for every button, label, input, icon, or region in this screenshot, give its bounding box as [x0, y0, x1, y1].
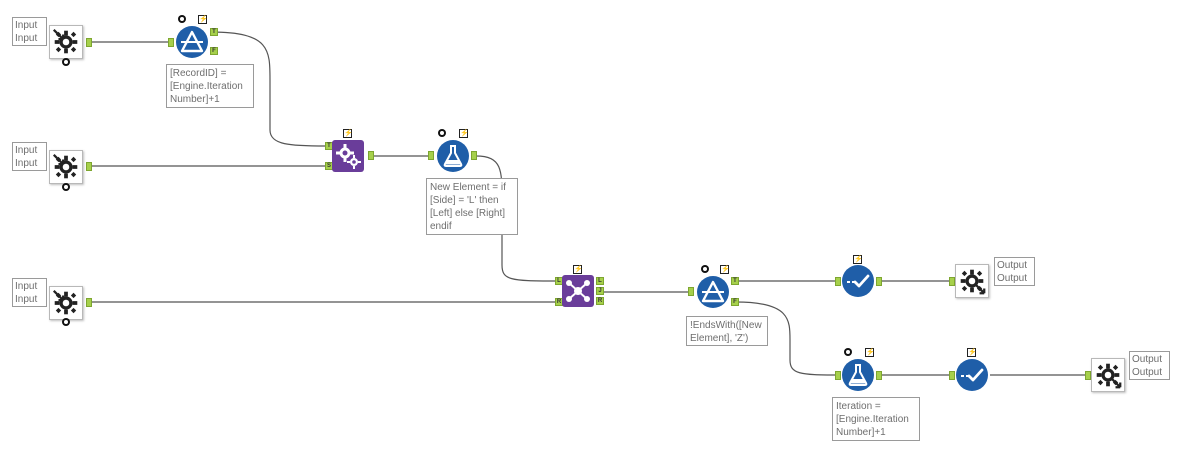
formula-2-input-anchor[interactable] [835, 371, 841, 380]
append-fields-tool[interactable] [332, 140, 364, 172]
check-icon [961, 368, 984, 382]
macro-input-tool-1[interactable] [49, 25, 83, 59]
filter-2-true-anchor[interactable]: T [731, 277, 739, 285]
append-cache-badge: ⚡ [343, 129, 353, 138]
formula-2-macro-badge [844, 348, 852, 356]
filter-1-annotation: [RecordID] = [Engine.Iteration Number]+1 [166, 64, 254, 108]
input-2-macro-badge [62, 183, 70, 191]
formula-tool-2[interactable] [842, 359, 874, 391]
filter-icon [701, 280, 725, 303]
formula-2-output-anchor[interactable] [876, 371, 882, 380]
filter-1-false-anchor[interactable]: F [210, 47, 218, 55]
join-join-output-anchor[interactable]: J [596, 287, 604, 295]
filter-1-input-anchor[interactable] [168, 38, 174, 47]
macro-input-tool-3[interactable] [49, 286, 83, 320]
append-output-anchor[interactable] [368, 151, 374, 160]
formula-2-annotation: Iteration = [Engine.Iteration Number]+1 [832, 397, 920, 441]
wire-filter2F-formula2 [735, 301, 839, 376]
input-2-output-anchor[interactable] [86, 162, 92, 171]
check-icon [847, 274, 870, 288]
join-right-output-anchor[interactable]: R [596, 297, 604, 305]
output-2-annotation: Output Output [1129, 351, 1170, 380]
macro-output-icon [960, 269, 986, 295]
join-left-output-anchor[interactable]: L [596, 277, 604, 285]
wire-filter1-append [210, 31, 327, 147]
macro-input-tool-2[interactable] [49, 150, 83, 184]
check-1-output-anchor[interactable] [876, 277, 882, 286]
filter-1-macro-badge [178, 15, 186, 23]
macro-output-icon [1096, 363, 1122, 389]
formula-1-cache-badge: ⚡ [459, 129, 469, 138]
macro-output-tool-2[interactable] [1091, 358, 1125, 392]
input-3-output-anchor[interactable] [86, 298, 92, 307]
formula-1-output-anchor[interactable] [471, 151, 477, 160]
filter-1-cache-badge: ⚡ [198, 15, 208, 24]
check-1-cache-badge: ⚡ [853, 255, 863, 264]
filter-2-macro-badge [701, 265, 709, 273]
output-2-input-anchor[interactable] [1085, 371, 1091, 380]
check-tool-1[interactable] [842, 265, 874, 297]
input-2-annotation: Input Input [12, 142, 47, 171]
macro-input-icon [52, 289, 78, 315]
macro-input-icon [52, 28, 78, 54]
formula-icon [443, 145, 463, 167]
join-tool[interactable] [562, 275, 594, 307]
check-2-input-anchor[interactable] [949, 371, 955, 380]
join-cache-badge: ⚡ [573, 265, 583, 274]
append-fields-icon [336, 144, 361, 169]
input-3-macro-badge [62, 318, 70, 326]
filter-2-input-anchor[interactable] [688, 287, 694, 296]
input-1-macro-badge [62, 58, 70, 66]
output-1-input-anchor[interactable] [949, 277, 955, 286]
filter-2-annotation: !EndsWith([New Element], 'Z') [686, 316, 768, 346]
formula-tool-1[interactable] [437, 140, 469, 172]
formula-icon [848, 364, 868, 386]
check-tool-2[interactable] [956, 359, 988, 391]
check-2-cache-badge: ⚡ [967, 348, 977, 357]
formula-1-annotation: New Element = if [Side] = 'L' then [Left… [426, 178, 518, 235]
filter-icon [180, 30, 204, 53]
input-1-output-anchor[interactable] [86, 38, 92, 47]
output-1-annotation: Output Output [994, 257, 1035, 286]
check-1-input-anchor[interactable] [835, 277, 841, 286]
input-1-annotation: Input Input [12, 17, 47, 46]
input-3-annotation: Input Input [12, 278, 47, 307]
join-icon [566, 280, 590, 302]
formula-1-macro-badge [438, 129, 446, 137]
filter-1-true-anchor[interactable]: T [210, 28, 218, 36]
filter-2-cache-badge: ⚡ [720, 265, 730, 274]
filter-2-false-anchor[interactable]: F [731, 298, 739, 306]
filter-tool-1[interactable] [176, 26, 208, 58]
macro-input-icon [52, 153, 78, 179]
filter-tool-2[interactable] [697, 276, 729, 308]
formula-1-input-anchor[interactable] [428, 151, 434, 160]
formula-2-cache-badge: ⚡ [865, 348, 875, 357]
macro-output-tool-1[interactable] [955, 264, 989, 298]
